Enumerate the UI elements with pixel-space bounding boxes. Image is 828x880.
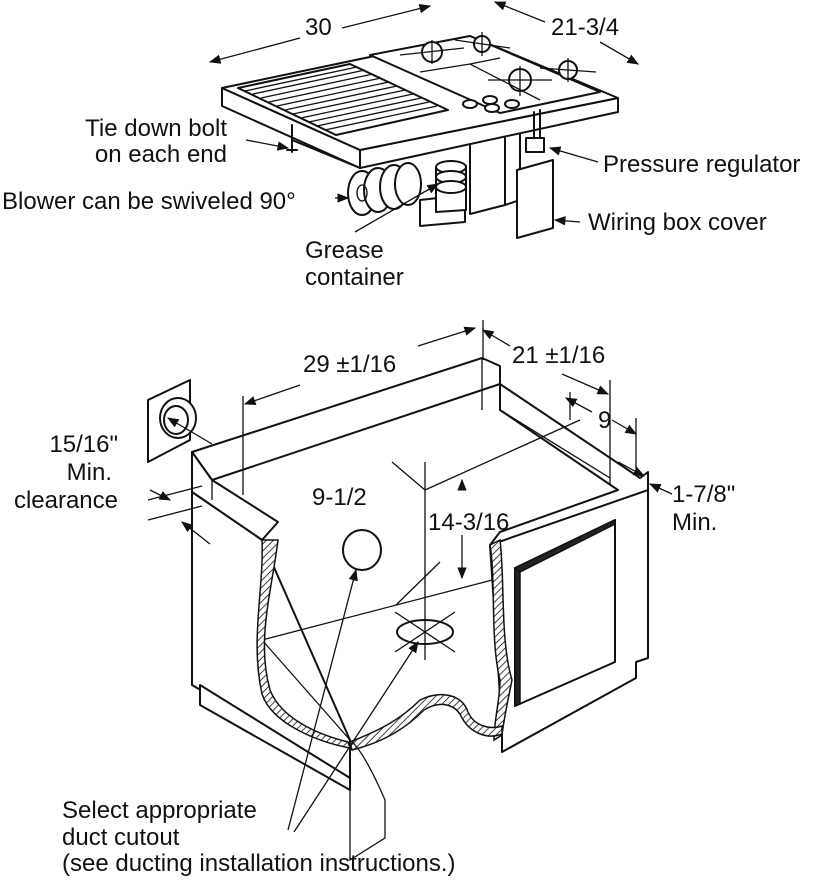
wiring-box-cover [516,159,554,239]
pressure-regulator [525,109,545,153]
depth-dimension-line [493,1,546,23]
clearance-label-line2: Min. [67,459,112,486]
cutaway-floor [349,693,503,751]
blower-label: Blower can be swiveled 90° [2,188,296,215]
grease-label-line1: Grease [305,237,384,264]
depth-dimension-label: 21-3/4 [551,14,619,41]
grill-grate [237,63,449,136]
countertop-left [191,451,279,541]
cutaway-left-wall [256,539,352,749]
tie-down-label-line2: on each end [95,141,227,168]
cutout-depth-dim-line [481,329,511,347]
burner-grates [369,32,601,114]
cabinet-figure [147,320,673,862]
clearance-label-line3: clearance [14,487,118,514]
clearance-label-line1: 15/16" [49,431,118,458]
grease-container [419,160,467,227]
wiring-box-cover-label: Wiring box cover [588,209,767,236]
grease-label-line2: container [305,264,404,291]
fourteen-dim-label: 14-3/16 [428,509,509,536]
cutaway-right-wall [489,538,513,742]
cutout-width-label: 29 ±1/16 [303,351,396,378]
cutout-depth-label: 21 ±1/16 [512,342,605,369]
rear-duct-cutout [342,529,382,571]
min-right-label-line2: Min. [672,509,717,536]
min-right-label-line1: 1-7/8" [672,481,735,508]
width-dimension-label: 30 [305,14,332,41]
cooktop-figure [208,1,640,239]
blower-housing [347,162,422,216]
wall-duct-outlet [147,379,213,463]
nine-half-dim-label: 9-1/2 [312,484,367,511]
duct-label-line3: (see ducting installation instructions.) [62,850,456,877]
tie-down-label-line1: Tie down bolt [85,115,227,142]
width-dimension-line [208,37,301,64]
nine-dim-label: 9 [598,407,611,434]
duct-label-line2: duct cutout [62,824,180,851]
duct-label-line1: Select appropriate [62,797,257,824]
pressure-regulator-label: Pressure regulator [603,151,800,178]
cutout-width-dim-line [243,384,301,405]
control-knobs [462,95,520,113]
